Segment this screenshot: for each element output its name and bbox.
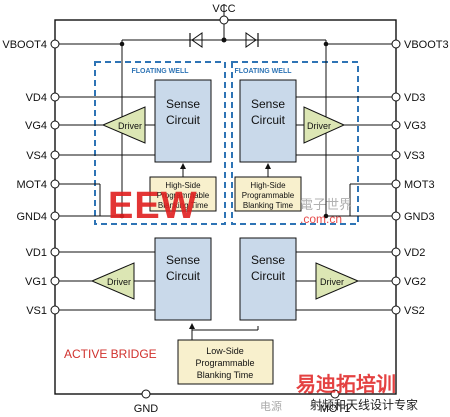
pin-vs2: VS2	[391, 305, 425, 317]
svg-text:VS3: VS3	[404, 150, 425, 162]
sense-circuit-bottom-left: Sense Circuit	[154, 237, 212, 321]
svg-text:VG3: VG3	[404, 120, 426, 132]
svg-text:Driver: Driver	[307, 121, 331, 131]
diode-left-icon	[191, 32, 203, 48]
svg-text:VG2: VG2	[404, 276, 426, 288]
svg-text:VG1: VG1	[25, 276, 47, 288]
svg-text:MOT4: MOT4	[16, 179, 47, 191]
pin-vboot3: VBOOT3	[391, 39, 449, 51]
svg-text:High-Side: High-Side	[250, 181, 286, 190]
driver-top-left: Driver	[101, 106, 146, 144]
high-side-blanking-left: High-Side Programmable Blanking Time	[149, 176, 217, 212]
svg-text:Circuit: Circuit	[251, 113, 286, 127]
left-pins: VBOOT4 VD4 VG4 VS4 MOT4 GND4 VD1 VG1	[2, 39, 60, 317]
svg-text:VD3: VD3	[404, 92, 425, 104]
pin-gnd3: GND3	[391, 211, 435, 223]
pin-mot3: MOT3	[391, 179, 435, 191]
svg-text:Circuit: Circuit	[251, 269, 286, 283]
floating-well-left	[94, 61, 226, 225]
sense-circuit-top-left: Sense Circuit	[154, 79, 212, 163]
floating-well-right	[231, 61, 359, 225]
pin-mot1-label: MOT1	[320, 403, 351, 415]
svg-text:VS1: VS1	[26, 305, 47, 317]
pin-vg1: VG1	[25, 276, 60, 288]
pin-gnd-label: GND	[134, 403, 159, 415]
diode-right-icon	[245, 32, 257, 48]
svg-text:Programmable: Programmable	[195, 358, 254, 368]
pin-vd3: VD3	[391, 92, 425, 104]
high-side-blanking-right: High-Side Programmable Blanking Time	[234, 176, 302, 212]
low-side-blanking: Low-Side Programmable Blanking Time	[177, 339, 274, 385]
svg-text:VBOOT4: VBOOT4	[2, 39, 47, 51]
svg-text:GND4: GND4	[16, 211, 47, 223]
svg-text:VD4: VD4	[26, 92, 47, 104]
svg-text:Blanking Time: Blanking Time	[158, 201, 209, 210]
svg-text:Driver: Driver	[320, 277, 344, 287]
svg-text:Low-Side: Low-Side	[206, 346, 244, 356]
svg-text:Sense: Sense	[251, 97, 285, 111]
svg-text:VD1: VD1	[26, 247, 47, 259]
svg-text:Sense: Sense	[251, 253, 285, 267]
pin-vd2: VD2	[391, 247, 425, 259]
floating-well-right-label: FLOATING WELL	[234, 68, 292, 75]
svg-text:Sense: Sense	[166, 253, 200, 267]
pin-vs4: VS4	[26, 150, 60, 162]
svg-text:VBOOT3: VBOOT3	[404, 39, 449, 51]
floating-well-left-label: FLOATING WELL	[131, 68, 189, 75]
pin-gnd	[141, 389, 151, 399]
svg-text:MOT3: MOT3	[404, 179, 435, 191]
svg-text:Circuit: Circuit	[166, 269, 201, 283]
active-bridge-label: ACTIVE BRIDGE	[64, 347, 157, 361]
svg-text:High-Side: High-Side	[165, 181, 201, 190]
pin-vcc-label: VCC	[212, 3, 235, 15]
pin-vs3: VS3	[391, 150, 425, 162]
driver-bottom-left: Driver	[90, 262, 135, 300]
driver-top-right: Driver	[303, 106, 346, 144]
pin-vs1: VS1	[26, 305, 60, 317]
driver-bottom-right: Driver	[315, 262, 360, 300]
svg-text:Blanking Time: Blanking Time	[243, 201, 294, 210]
sense-circuit-bottom-right: Sense Circuit	[239, 237, 297, 321]
svg-text:Programmable: Programmable	[157, 191, 210, 200]
pin-vg2: VG2	[391, 276, 426, 288]
sense-circuit-top-right: Sense Circuit	[239, 79, 297, 163]
svg-text:Circuit: Circuit	[166, 113, 201, 127]
pin-mot1	[330, 389, 340, 399]
svg-text:VS2: VS2	[404, 305, 425, 317]
pin-vg4: VG4	[25, 120, 60, 132]
pin-vg3: VG3	[391, 120, 426, 132]
svg-text:Driver: Driver	[107, 277, 131, 287]
pin-vd4: VD4	[26, 92, 60, 104]
right-pins: VBOOT3 VD3 VG3 VS3 MOT3 GND3 VD2 VG2	[391, 39, 449, 317]
svg-text:Sense: Sense	[166, 97, 200, 111]
pin-vd1: VD1	[26, 247, 60, 259]
svg-text:VG4: VG4	[25, 120, 47, 132]
svg-text:Programmable: Programmable	[242, 191, 295, 200]
pin-vboot4: VBOOT4	[2, 39, 60, 51]
svg-text:Driver: Driver	[118, 121, 142, 131]
svg-text:VS4: VS4	[26, 150, 47, 162]
svg-text:Blanking Time: Blanking Time	[197, 370, 254, 380]
pin-mot4: MOT4	[16, 179, 60, 191]
svg-text:VD2: VD2	[404, 247, 425, 259]
pin-gnd4: GND4	[16, 211, 60, 223]
svg-text:GND3: GND3	[404, 211, 435, 223]
